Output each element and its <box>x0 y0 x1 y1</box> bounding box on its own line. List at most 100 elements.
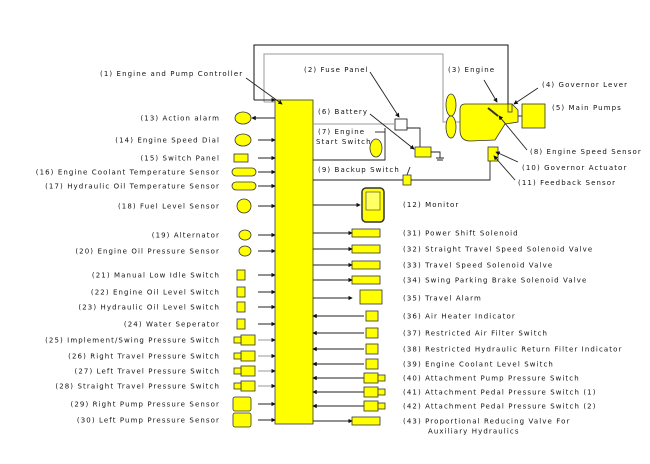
right-component-label: (34) Swing Parking Brake Solenoid Valve <box>403 277 587 285</box>
left-component: (13) Action alarm <box>140 111 275 125</box>
left-component: (15) Switch Panel <box>140 153 276 163</box>
right-component-label: (36) Air Heater Indicator <box>403 313 516 321</box>
left-component-label: (22) Engine Oil Level Switch <box>91 289 220 297</box>
battery-leader <box>369 113 415 150</box>
left-component: (23) Hydraulic Oil Level Switch <box>78 301 276 313</box>
right-component-label: (43) Proportional Reducing Valve For <box>403 418 571 426</box>
engine-pump-controller <box>274 99 314 425</box>
pressure-switch-port <box>233 352 242 360</box>
left-component: (30) Left Pump Pressure Sensor <box>77 412 276 428</box>
left-component-label: (25) Implement/Swing Pressure Switch <box>45 337 220 345</box>
left-component-label: (29) Right Pump Pressure Sensor <box>71 401 220 409</box>
engine <box>459 103 519 142</box>
component-label-7a: (7) Engine <box>318 128 365 136</box>
component-label-6: (6) Battery <box>318 108 368 116</box>
fuse-panel <box>394 118 408 131</box>
pressure-switch-port <box>377 374 386 382</box>
left-component: (21) Manual Low Idle Switch <box>92 269 276 281</box>
solenoid-icon <box>351 275 381 285</box>
component-label-10: (10) Governor Actuator <box>522 164 627 172</box>
alarm-icon <box>234 111 252 125</box>
pressure-switch-icon <box>363 386 379 398</box>
backup-switch <box>402 174 412 186</box>
travel-alarm-icon <box>359 289 383 305</box>
pressure-sensor-icon <box>232 412 252 428</box>
fan-blade-top <box>445 93 457 117</box>
pressure-switch-port <box>377 388 386 396</box>
left-component: (27) Left Travel Pressure Switch <box>75 365 276 377</box>
sensor-icon <box>238 245 252 257</box>
right-component-label: (38) Restricted Hydraulic Return Filter … <box>403 346 623 354</box>
temperature-sensor-icon <box>231 167 257 177</box>
right-component: Auxiliary Hydraulics <box>428 428 520 436</box>
component-label-12: (12) Monitor <box>403 201 459 209</box>
solenoid-icon <box>351 228 381 238</box>
fuse-to-battery-wire <box>407 127 421 148</box>
right-component-label: (41) Attachment Pedal Pressure Switch (1… <box>403 389 597 397</box>
governor-actuator-leader <box>495 151 519 163</box>
left-component: (26) Right Travel Pressure Switch <box>68 350 276 362</box>
component-label-7b: Start Switch <box>316 138 372 146</box>
right-component-label: (37) Restricted Air Filter Switch <box>403 330 548 338</box>
fuse-panel-leader <box>369 71 400 118</box>
controller-label: (1) Engine and Pump Controller <box>100 70 243 78</box>
right-component: (31) Power Shift Solenoid <box>313 228 518 238</box>
switch-icon <box>236 286 246 298</box>
left-component: (14) Engine Speed Dial <box>115 133 276 147</box>
right-component: (32) Straight Travel Speed Solenoid Valv… <box>313 244 592 254</box>
pressure-switch-icon <box>240 365 256 377</box>
pressure-switch-icon <box>363 372 379 384</box>
speed-dial-icon <box>234 133 252 147</box>
governor-lever <box>507 103 513 113</box>
switch-icon <box>236 269 246 281</box>
solenoid-icon <box>351 260 381 270</box>
temperature-sensor-icon <box>231 181 257 191</box>
right-component-label: Auxiliary Hydraulics <box>428 428 520 436</box>
indicator-icon <box>365 310 379 322</box>
left-component-label: (17) Hydraulic Oil Temperature Sensor <box>45 183 220 191</box>
solenoid-icon <box>351 416 381 426</box>
component-label-11: (11) Feedback Sensor <box>518 179 616 187</box>
left-component-label: (30) Left Pump Pressure Sensor <box>77 417 220 425</box>
solenoid-icon <box>351 244 381 254</box>
main-pumps <box>521 103 546 129</box>
governor-lever-leader <box>513 87 539 105</box>
pressure-switch-port <box>233 382 242 390</box>
controller-leader <box>245 77 283 105</box>
left-component: (16) Engine Coolant Temperature Sensor <box>36 167 276 177</box>
right-component-label: (35) Travel Alarm <box>403 295 482 303</box>
right-component: (40) Attachment Pump Pressure Switch <box>312 372 579 384</box>
start-switch-wire <box>313 128 386 161</box>
component-label-8: (8) Engine Speed Sensor <box>530 148 642 156</box>
right-component: (43) Proportional Reducing Valve For <box>313 416 571 426</box>
switch-icon <box>236 301 246 313</box>
pressure-switch-port <box>233 367 242 375</box>
indicator-icon <box>365 358 379 370</box>
engine-leader <box>483 79 498 103</box>
engine-speed-sensor <box>487 107 499 117</box>
left-component: (28) Straight Travel Pressure Switch <box>55 380 276 392</box>
left-component: (24) Water Seperator <box>124 318 276 330</box>
left-component-label: (15) Switch Panel <box>140 155 220 163</box>
component-label-5: (5) Main Pumps <box>552 104 622 112</box>
left-component-label: (28) Straight Travel Pressure Switch <box>55 383 220 391</box>
left-component-label: (20) Engine Oil Pressure Sensor <box>75 248 220 256</box>
engine-start-switch <box>369 138 383 158</box>
right-component-label: (33) Travel Speed Solenoid Valve <box>403 262 553 270</box>
left-component-label: (23) Hydraulic Oil Level Switch <box>78 304 220 312</box>
sensor-icon <box>238 229 252 241</box>
battery <box>414 146 432 158</box>
left-component-label: (16) Engine Coolant Temperature Sensor <box>36 169 220 177</box>
switch-panel-icon <box>233 153 249 163</box>
right-component-label: (39) Engine Coolant Level Switch <box>403 361 554 369</box>
right-component: (41) Attachment Pedal Pressure Switch (1… <box>312 386 597 398</box>
right-component: (37) Restricted Air Filter Switch <box>312 327 548 339</box>
left-component: (18) Fuel Level Sensor <box>118 198 276 214</box>
left-component-label: (18) Fuel Level Sensor <box>118 203 220 211</box>
left-component-label: (24) Water Seperator <box>124 321 220 329</box>
right-component: (42) Attachment Pedal Pressure Switch (2… <box>312 400 595 412</box>
left-component: (20) Engine Oil Pressure Sensor <box>75 245 276 257</box>
pressure-switch-icon <box>240 380 256 392</box>
indicator-icon <box>365 343 379 355</box>
